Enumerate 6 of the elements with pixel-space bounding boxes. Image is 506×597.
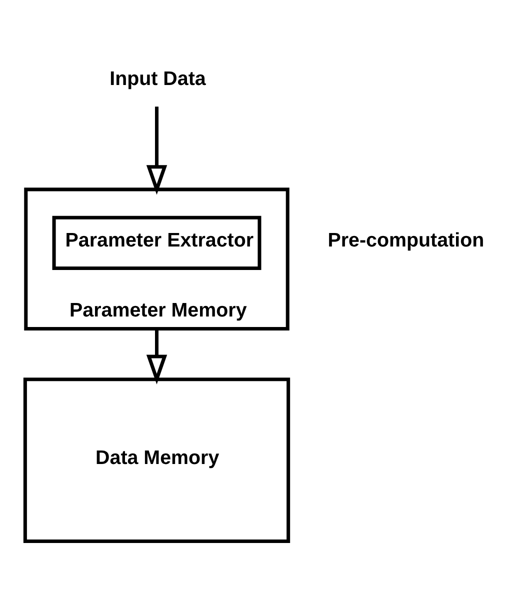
- node-box: Parameter Extractor: [52, 216, 261, 270]
- node-label: Pre-computation: [327, 230, 484, 252]
- node-box: Data Memory: [22, 378, 290, 543]
- arrow: [146, 328, 167, 384]
- node-text: Input Data: [109, 68, 206, 90]
- arrow: [146, 106, 167, 195]
